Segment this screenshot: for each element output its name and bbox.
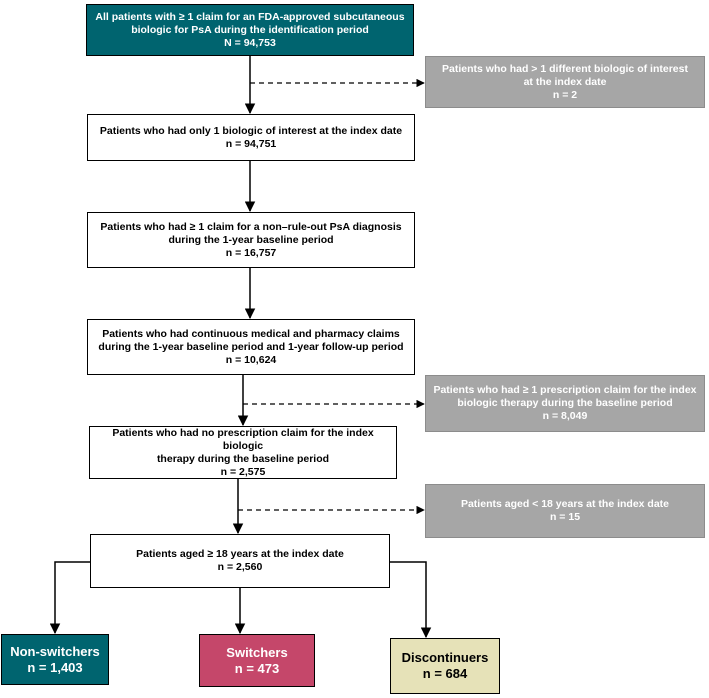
step-psa-diagnosis-count: n = 16,757	[225, 246, 277, 259]
exclusion-multiple-biologics: Patients who had > 1 different biologic …	[425, 56, 705, 108]
step-psa-diagnosis-line1: Patients who had ≥ 1 claim for a non–rul…	[100, 220, 402, 233]
step-all-patients-line2: biologic for PsA during the identificati…	[131, 23, 369, 36]
step-no-prescription-claim-line1: Patients who had no prescription claim f…	[112, 426, 374, 452]
step-continuous-claims: Patients who had continuous medical and …	[87, 319, 415, 375]
step-psa-diagnosis: Patients who had ≥ 1 claim for a non–rul…	[87, 212, 415, 268]
outcome-non-switchers-label: Non-switchers	[10, 643, 100, 659]
step-one-biologic-count: n = 94,751	[225, 137, 277, 150]
outcome-non-switchers: Non-switchers n = 1,403	[1, 634, 109, 685]
step-one-biologic: Patients who had only 1 biologic of inte…	[87, 114, 415, 161]
outcome-switchers: Switchers n = 473	[199, 634, 315, 687]
branch-to-non-switchers	[49, 561, 90, 635]
step-all-patients-count: N = 94,753	[224, 36, 276, 49]
step-aged-18-plus-line1: Patients aged ≥ 18 years at the index da…	[136, 548, 344, 560]
exclusion-prior-prescription: Patients who had ≥ 1 prescription claim …	[425, 375, 705, 432]
step-all-patients: All patients with ≥ 1 claim for an FDA-a…	[86, 4, 414, 56]
exclusion-multiple-biologics-count: n = 2	[552, 88, 578, 101]
exclusion-multiple-biologics-line1: Patients who had > 1 different biologic …	[442, 62, 688, 75]
outcome-non-switchers-count: n = 1,403	[27, 659, 83, 675]
exclusion-prior-prescription-count: n = 8,049	[542, 410, 588, 422]
branch-to-discontinuers	[390, 561, 432, 639]
outcome-switchers-count: n = 473	[234, 660, 280, 676]
step-aged-18-plus-count: n = 2,560	[217, 561, 263, 573]
step-one-biologic-line1: Patients who had only 1 biologic of inte…	[99, 124, 403, 137]
step-no-prescription-claim-count: n = 2,575	[220, 465, 266, 478]
exclusion-multiple-biologics-line2: at the index date	[523, 75, 607, 88]
outcome-switchers-label: Switchers	[226, 644, 288, 660]
outcome-discontinuers: Discontinuers n = 684	[390, 638, 500, 694]
outcome-discontinuers-count: n = 684	[422, 666, 468, 681]
step-psa-diagnosis-line2: during the 1-year baseline period	[168, 233, 334, 246]
step-no-prescription-claim: Patients who had no prescription claim f…	[89, 426, 397, 479]
exclusion-prior-prescription-line2: biologic therapy during the baseline per…	[457, 397, 673, 409]
step-continuous-claims-line2: during the 1-year baseline period and 1-…	[98, 340, 404, 353]
step-all-patients-line1: All patients with ≥ 1 claim for an FDA-a…	[95, 10, 405, 23]
exclusion-under-18-count: n = 15	[549, 511, 581, 523]
exclusion-under-18: Patients aged < 18 years at the index da…	[425, 484, 705, 538]
exclusion-prior-prescription-line1: Patients who had ≥ 1 prescription claim …	[433, 384, 697, 396]
exclusion-under-18-line1: Patients aged < 18 years at the index da…	[460, 498, 670, 510]
outcome-discontinuers-label: Discontinuers	[401, 650, 489, 665]
step-no-prescription-claim-line2: therapy during the baseline period	[156, 452, 330, 465]
step-continuous-claims-line1: Patients who had continuous medical and …	[102, 327, 400, 340]
step-continuous-claims-count: n = 10,624	[225, 353, 277, 366]
step-aged-18-plus: Patients aged ≥ 18 years at the index da…	[90, 534, 390, 588]
